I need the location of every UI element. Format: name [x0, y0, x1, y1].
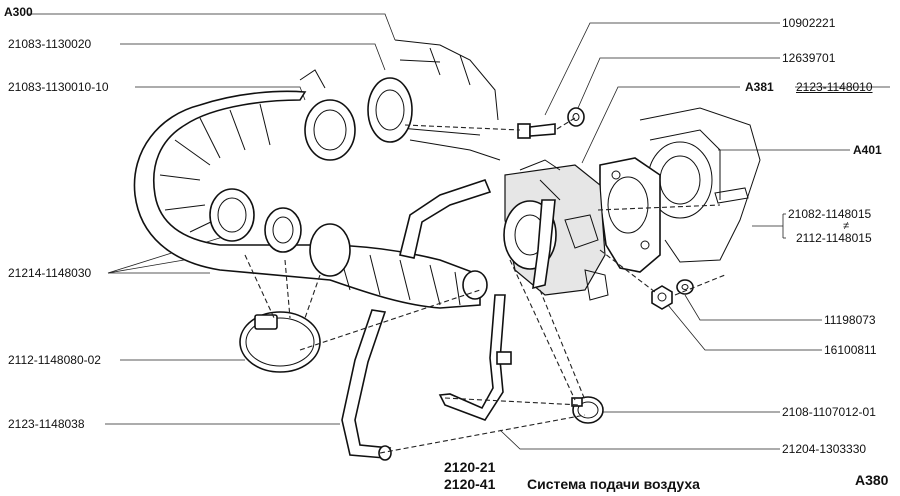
label-21204-1303330: 21204-1303330	[782, 442, 867, 456]
assembly-dash-lines	[244, 117, 726, 454]
washer-upper	[567, 107, 585, 127]
label-21083-1130010-10: 21083-1130010-10	[8, 80, 109, 94]
band-clamp-large	[239, 311, 321, 373]
label-21083-1130020: 21083-1130020	[8, 37, 92, 51]
model-code-1: 2120-21	[444, 459, 496, 475]
label-12639701: 12639701	[782, 51, 836, 65]
vertical-tube	[532, 199, 556, 290]
label-a381: A381	[745, 80, 774, 94]
label-2123-1148038: 2123-1148038	[8, 417, 85, 431]
idle-air-hose	[438, 294, 512, 421]
throttle-body	[503, 159, 609, 301]
hose-couplings	[209, 69, 413, 277]
label-2112-1148080-02: 2112-1148080-02	[8, 353, 101, 367]
band-clamp-small	[571, 396, 604, 424]
label-21082-1148015: 21082-1148015	[788, 207, 872, 221]
label-a300: A300	[4, 5, 33, 19]
label-not-equal: ≠	[843, 220, 850, 232]
engine-block-outline	[394, 39, 501, 161]
breather-tube-upper	[399, 179, 492, 259]
label-2123-1148010: 2123-1148010	[796, 80, 873, 94]
label-2108-1107012-01: 2108-1107012-01	[782, 405, 876, 419]
diagram-title: Система подачи воздуха	[527, 476, 700, 492]
washer-lower	[676, 279, 694, 295]
breather-tube-long	[341, 309, 392, 461]
gasket-plate	[599, 157, 661, 273]
label-10902221: 10902221	[782, 16, 836, 30]
label-a401: A401	[853, 143, 882, 157]
label-a380: A380	[855, 472, 889, 488]
corrugated-air-hose	[133, 90, 488, 309]
label-2112-1148015: 2112-1148015	[796, 231, 872, 245]
model-code-2: 2120-41	[444, 476, 496, 492]
nut	[651, 285, 673, 310]
label-16100811: 16100811	[824, 343, 877, 357]
bolt	[517, 123, 556, 139]
label-11198073: 11198073	[824, 313, 876, 327]
label-21214-1148030: 21214-1148030	[8, 266, 92, 280]
